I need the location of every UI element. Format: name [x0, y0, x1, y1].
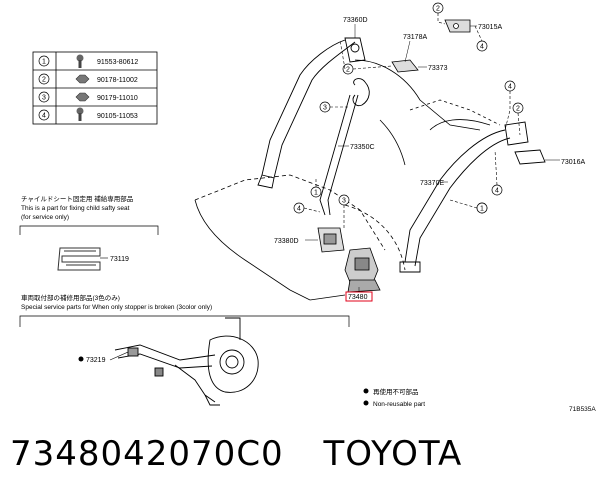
svg-text:1: 1 [480, 206, 484, 213]
anchor-73015a [444, 19, 471, 33]
svg-text:4: 4 [297, 206, 301, 213]
svg-text:2: 2 [42, 77, 46, 84]
leader-73219 [109, 351, 129, 361]
retractor-73380d [317, 227, 345, 253]
svg-text:4: 4 [42, 113, 46, 120]
callout-circles [293, 2, 524, 214]
bracket-73373 [391, 59, 419, 73]
brand-name: TOYOTA [323, 434, 463, 474]
svg-text:1: 1 [42, 59, 46, 66]
nut-icon [75, 92, 90, 102]
svg-text:90179-11010: 90179-11010 [97, 95, 138, 102]
legend-row-4: 4 90105-11053 [38, 107, 138, 121]
seat-belt-73350c [257, 37, 370, 216]
child-seat-note: チャイルドシート固定用 補給専用部品 This is a part for fi… [19, 194, 159, 271]
svg-text:73219: 73219 [86, 357, 106, 364]
svg-text:73119: 73119 [110, 256, 129, 263]
stopper-detail [114, 317, 259, 406]
svg-text:4: 4 [495, 188, 499, 195]
part-number: 7348042070C0 [10, 434, 284, 474]
svg-text:73015A: 73015A [478, 24, 502, 31]
fastener-legend-table [32, 51, 158, 125]
svg-text:91553-80612: 91553-80612 [97, 59, 138, 66]
svg-text:4: 4 [508, 84, 512, 91]
nonreusable-legend: 再使用不可部品 Non-reusable part [363, 387, 425, 408]
svg-text:Special service parts for When: Special service parts for When only stop… [21, 304, 212, 311]
seat-outline [194, 59, 501, 301]
svg-text:再使用不可部品: 再使用不可部品 [373, 387, 419, 396]
svg-text:3: 3 [323, 105, 327, 112]
svg-text:車両取付部の補修用部品(3色のみ): 車両取付部の補修用部品(3色のみ) [21, 293, 120, 302]
svg-text:73480: 73480 [348, 294, 368, 301]
bolt-icon [76, 107, 84, 121]
svg-text:4: 4 [480, 44, 484, 51]
bolt-icon [76, 54, 84, 68]
legend-row-3: 3 90179-11010 [38, 91, 138, 103]
svg-text:73370E: 73370E [420, 180, 444, 187]
diagram-code: 71B535A [569, 406, 596, 413]
legend-row-2: 2 90178-11002 [38, 73, 138, 85]
legend-row-1: 1 91553-80612 [38, 54, 138, 68]
svg-text:2: 2 [516, 106, 520, 113]
part-callouts: 73360D 73178A 73015A 73373 73350C 73016A… [274, 17, 585, 302]
mark-73219: 73219 [78, 356, 106, 364]
svg-text:73350C: 73350C [350, 144, 375, 151]
child-seat-anchor-bracket [57, 247, 101, 271]
buckle-73480 [344, 247, 381, 293]
svg-text:(for service only): (for service only) [21, 214, 69, 221]
svg-text:Non-reusable part: Non-reusable part [373, 401, 425, 408]
stopper-note: 車両取付部の補修用部品(3色のみ) Special service parts … [19, 293, 350, 327]
parts-diagram: 1 91553-80612 2 90178-11002 3 90179-1101… [19, 2, 596, 413]
seat-belt-73370e [399, 121, 546, 273]
svg-text:1: 1 [314, 190, 318, 197]
svg-text:3: 3 [342, 198, 346, 205]
svg-text:チャイルドシート固定用 補給専用部品: チャイルドシート固定用 補給専用部品 [21, 194, 133, 203]
svg-text:73373: 73373 [428, 65, 448, 72]
svg-text:90178-11002: 90178-11002 [97, 77, 138, 84]
footer-title: 7348042070C0 TOYOTA [10, 434, 462, 474]
svg-text:90105-11053: 90105-11053 [97, 113, 138, 120]
svg-text:3: 3 [42, 95, 46, 102]
nut-icon [75, 74, 90, 84]
callout-circle-labels: 2 4 2 3 4 2 4 1 4 3 1 [297, 6, 520, 213]
svg-text:73360D: 73360D [343, 17, 368, 24]
svg-text:73016A: 73016A [561, 159, 585, 166]
svg-text:2: 2 [436, 6, 440, 13]
svg-text:73380D: 73380D [274, 238, 299, 245]
leader-lines [303, 13, 521, 230]
svg-text:This is a part for fixing chil: This is a part for fixing child safty se… [21, 205, 130, 212]
svg-text:2: 2 [346, 67, 350, 74]
svg-text:73178A: 73178A [403, 34, 427, 41]
